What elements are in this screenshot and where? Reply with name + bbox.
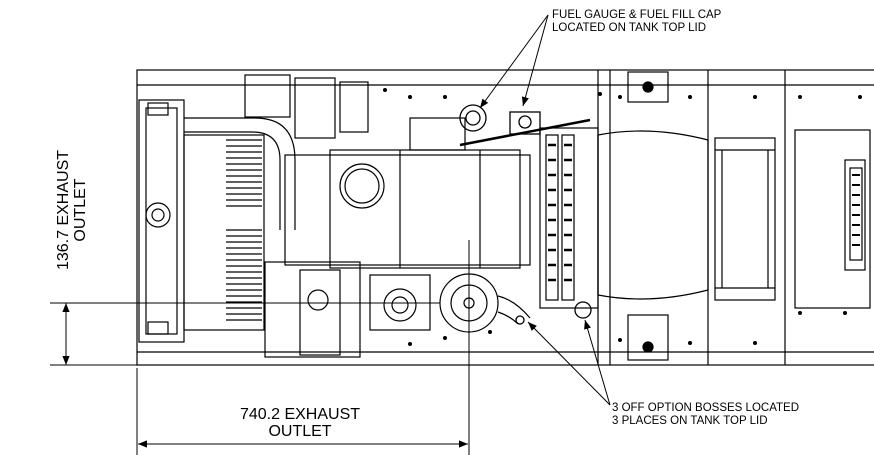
- bosses-leaders: [527, 319, 611, 406]
- vertical-dimension-sub: OUTLET: [72, 178, 89, 242]
- exhaust-outlet: [439, 273, 531, 333]
- bosses-note-line1: 3 OFF OPTION BOSSES LOCATED: [612, 402, 800, 414]
- vertical-dimension-label: 136.7 EXHAUST OUTLET: [55, 120, 89, 300]
- bosses-note: 3 OFF OPTION BOSSES LOCATED 3 PLACES ON …: [612, 402, 799, 428]
- horizontal-dimension-value: 740.2 EXHAUST: [239, 406, 361, 423]
- radiator: [138, 99, 265, 343]
- radiator-grille: [226, 139, 262, 321]
- fuel-note-line1: FUEL GAUGE & FUEL FILL CAP: [552, 9, 722, 21]
- base-holes: [383, 88, 862, 346]
- control-box-terminals: [852, 174, 860, 246]
- fuel-fill-cap-gauge: [459, 104, 591, 147]
- vertical-dimension-value: 136.7 EXHAUST: [55, 149, 72, 271]
- bosses-note-line2: 3 PLACES ON TANK TOP LID: [612, 415, 768, 427]
- fuel-note-line2: LOCATED ON TANK TOP LID: [552, 22, 707, 34]
- alternator-grille-slots: [548, 143, 572, 282]
- option-bosses: [515, 301, 592, 325]
- horizontal-dimension-sub: OUTLET: [268, 423, 332, 440]
- engine-block: [244, 74, 531, 269]
- fuel-note: FUEL GAUGE & FUEL FILL CAP LOCATED ON TA…: [552, 9, 721, 35]
- coolant-pipe: [184, 117, 296, 230]
- horizontal-dimension-label: 740.2 EXHAUST OUTLET: [215, 406, 385, 440]
- control-box: [794, 129, 871, 309]
- vertical-dimension: [50, 303, 137, 366]
- horizontal-dimension: [136, 368, 468, 455]
- lower-engine-details: [264, 261, 431, 358]
- alternator: [597, 130, 776, 301]
- exhaust-centerlines: [50, 240, 470, 455]
- lifting-brackets: [627, 71, 669, 361]
- base-frame: [136, 69, 874, 366]
- fuel-leaders: [479, 14, 549, 109]
